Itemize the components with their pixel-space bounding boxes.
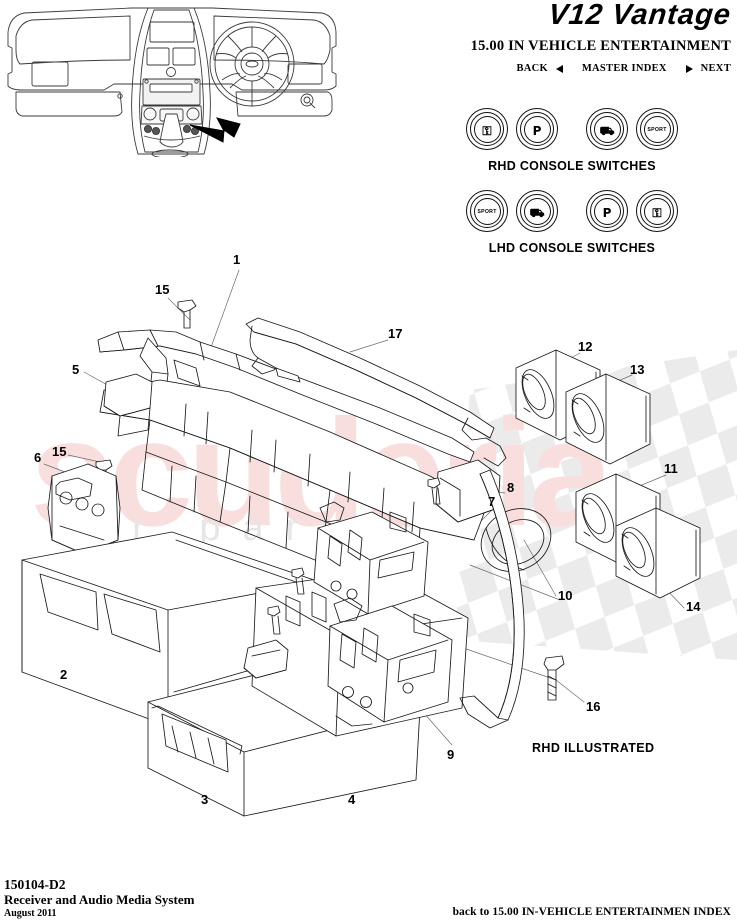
callout-number: 1 [233, 252, 241, 267]
parking-brake-icon: P [602, 206, 612, 220]
part-side-trim-curve [459, 469, 525, 729]
page-title: 15.00 IN VEHICLE ENTERTAINMENT [470, 38, 731, 54]
index-back-link[interactable]: back to 15.00 IN-VEHICLE ENTERTAINMEN IN… [452, 906, 731, 918]
callout-number: 2 [60, 667, 68, 682]
arrow-right-icon [685, 64, 693, 73]
rhd-illustrated-note: RHD ILLUSTRATED [532, 741, 655, 755]
traction-control-icon: ⛟ [529, 206, 545, 220]
part-clip-fastener [543, 655, 565, 701]
sport-mode-switch[interactable]: SPORT [636, 108, 678, 150]
dashboard-illustration [7, 7, 337, 157]
callout-number: 3 [201, 792, 209, 807]
arrow-left-icon [555, 64, 563, 73]
part-trim-strip [245, 317, 507, 467]
traction-control-switch[interactable]: ⛟ [516, 190, 558, 232]
document-date: August 2011 [4, 908, 57, 919]
switch-row: ⚿ P ⛟ SPORT [458, 108, 686, 150]
part-audio-unit-cage-lower [327, 597, 453, 727]
part-speaker-cylinder-14 [615, 507, 701, 599]
callout-number: 14 [686, 599, 701, 614]
callout-number: 15 [52, 444, 67, 459]
callout-number: 8 [507, 480, 515, 495]
navigation-bar: BACK MASTER INDEX NEXT [431, 63, 731, 74]
callout-number: 5 [72, 362, 80, 377]
callout-number: 12 [578, 339, 593, 354]
callout-number: 17 [388, 326, 403, 341]
ignition-switch[interactable]: ⚿ [636, 190, 678, 232]
parking-brake-switch[interactable]: P [586, 190, 628, 232]
callout-number: 11 [664, 461, 678, 476]
callout-number: 13 [630, 362, 645, 377]
part-upper-fascia-rail [97, 329, 475, 463]
document-subtitle: Receiver and Audio Media System [4, 892, 195, 907]
callout-number: 10 [558, 588, 573, 603]
next-link[interactable]: NEXT [700, 63, 731, 75]
sport-label: SPORT [477, 209, 497, 216]
lhd-console-switch-panel: SPORT ⛟ P ⚿ LHD CONSOLE SWITCHES [458, 190, 686, 255]
ignition-icon: ⚿ [652, 206, 662, 220]
sport-mode-switch[interactable]: SPORT [466, 190, 508, 232]
exploded-parts-diagram [21, 269, 701, 817]
part-speaker-cylinder-13 [565, 373, 651, 465]
parking-brake-switch[interactable]: P [516, 108, 558, 150]
callout-number: 7 [488, 494, 496, 509]
document-code: 150104-D2 [4, 877, 66, 892]
rhd-switches-caption: RHD CONSOLE SWITCHES [488, 159, 656, 173]
callout-number: 15 [155, 282, 170, 297]
sport-label: SPORT [647, 127, 667, 134]
ignition-switch[interactable]: ⚿ [466, 108, 508, 150]
back-link[interactable]: BACK [516, 63, 548, 75]
part-small-fasteners [243, 477, 441, 679]
brand-logo: V12 Vantage [546, 0, 733, 31]
traction-control-switch[interactable]: ⛟ [586, 108, 628, 150]
parking-brake-icon: P [532, 124, 542, 138]
pointer-arrow-icon [189, 117, 241, 143]
rhd-console-switch-panel: ⚿ P ⛟ SPORT RHD CONSOLE SWITCHES [458, 108, 686, 173]
callout-number: 9 [447, 747, 455, 762]
callout-number: 6 [34, 450, 42, 465]
lhd-switches-caption: LHD CONSOLE SWITCHES [488, 241, 656, 255]
master-index-link[interactable]: MASTER INDEX [581, 63, 667, 75]
part-centre-stack-frame [95, 299, 487, 599]
callout-number: 16 [586, 699, 601, 714]
part-left-end-bracket [47, 463, 121, 555]
part-audio-unit-cage-upper [313, 501, 429, 615]
document-footer: 150104-D2 Receiver and Audio Media Syste… [4, 877, 194, 920]
traction-control-icon: ⛟ [599, 124, 615, 138]
switch-row: SPORT ⛟ P ⚿ [458, 190, 686, 232]
ignition-icon: ⚿ [482, 124, 492, 138]
callout-number: 4 [348, 792, 356, 807]
page-header: V12 Vantage 15.00 IN VEHICLE ENTERTAINME… [431, 0, 733, 74]
